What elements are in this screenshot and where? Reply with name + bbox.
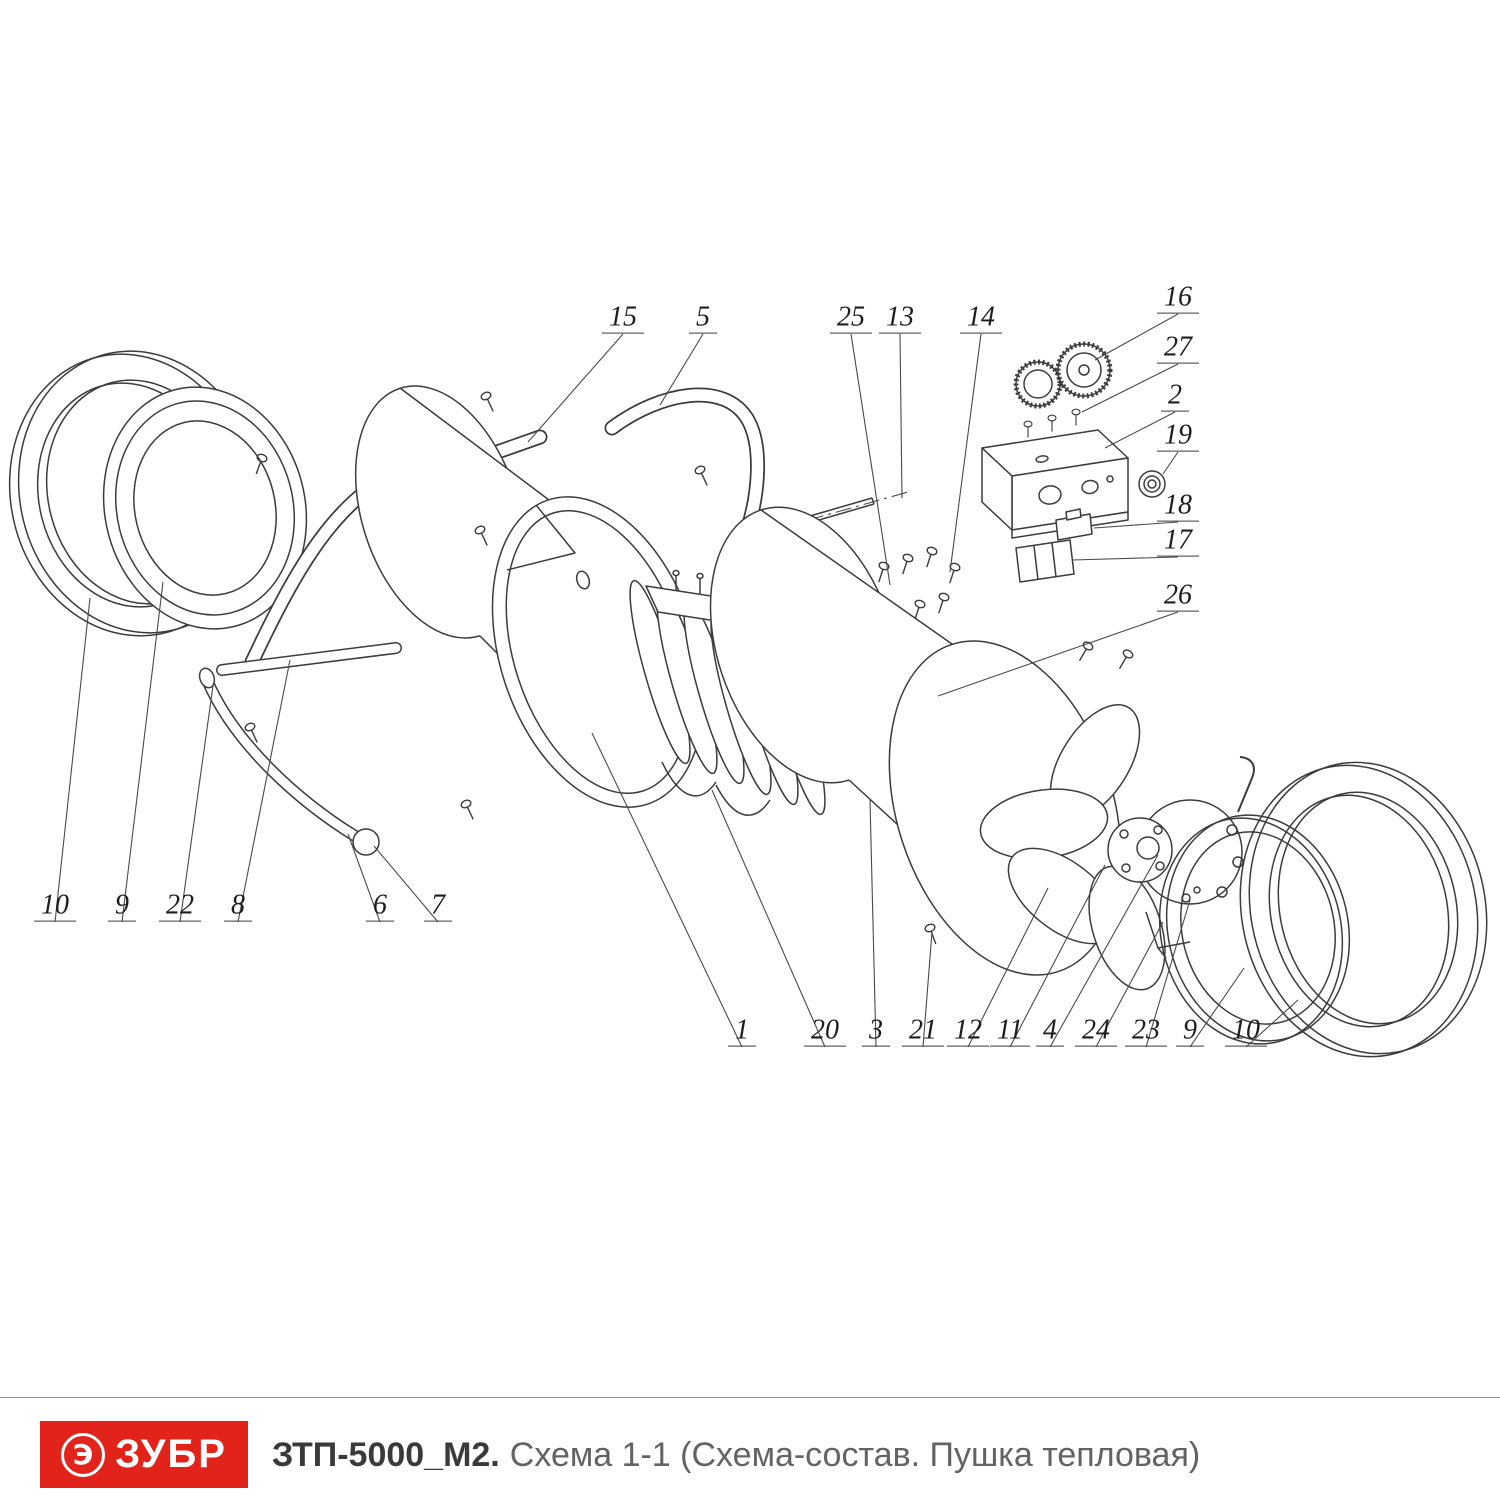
leader-line-12-22 (967, 887, 1049, 1048)
leader-line-26-11 (937, 611, 1179, 697)
leader-line-23-26 (1145, 899, 1191, 1048)
top-handle-part5 (604, 387, 766, 542)
leader-line-21-21 (922, 931, 933, 1048)
leader-line-4-24 (1049, 854, 1159, 1048)
leader-line-7-17 (373, 845, 439, 923)
drawing-title: ЗТП-5000_М2.Схема 1-1 (Схема-состав. Пуш… (272, 1436, 1200, 1475)
right-grille-part9 (1158, 814, 1351, 1045)
leader-line-8-15 (237, 659, 291, 923)
leader-line-22-14 (179, 685, 214, 923)
leader-line-11-23 (1009, 864, 1106, 1048)
model-number: ЗТП-5000_М2. (272, 1436, 500, 1474)
scheme-subtitle: Схема 1-1 (Схема-состав. Пушка тепловая) (509, 1436, 1201, 1474)
zubr-emblem-icon: Э (61, 1432, 106, 1477)
switch-part18 (1055, 508, 1093, 541)
leader-line-25-2 (850, 333, 891, 586)
leader-line-15-0 (527, 333, 624, 443)
footer-divider (0, 1397, 1500, 1398)
bracket-parts23-24 (1145, 756, 1255, 959)
control-box-part2 (981, 429, 1129, 539)
leader-line-5-1 (659, 333, 704, 406)
leader-line-17-10 (1071, 556, 1179, 561)
leader-line-13-3 (899, 333, 903, 499)
leader-line-14-4 (949, 333, 982, 573)
leader-line-10-28 (1245, 999, 1299, 1048)
left-grille-part9 (102, 386, 308, 630)
leader-line-27-6 (1081, 363, 1179, 413)
leader-line-20-19 (711, 789, 826, 1048)
right-outer-ring-part10 (1239, 761, 1488, 1058)
leader-line-9-13 (121, 581, 164, 923)
outer-casing-part1 (354, 385, 713, 808)
terminal-block-part17 (1015, 539, 1075, 583)
leader-line-3-20 (869, 799, 877, 1048)
knobs-part16 (1013, 341, 1113, 409)
zubr-logo: Э ЗУБР (40, 1421, 248, 1488)
cable-gland-part19 (1138, 470, 1166, 498)
leader-line-18-9 (1093, 521, 1179, 529)
leader-line-19-8 (1162, 451, 1179, 475)
leader-line-10-12 (54, 597, 91, 923)
leader-line-24-25 (1095, 921, 1164, 1048)
brand-name: ЗУБР (115, 1432, 227, 1476)
leader-line-2-7 (1104, 411, 1176, 449)
leader-lines (54, 313, 1299, 1048)
leader-line-6-16 (347, 833, 381, 923)
leader-line-1-18 (591, 732, 743, 1048)
leader-line-9-27 (1189, 967, 1245, 1048)
fan-impeller-parts11-12 (979, 704, 1173, 991)
leader-line-16-5 (1094, 313, 1179, 361)
